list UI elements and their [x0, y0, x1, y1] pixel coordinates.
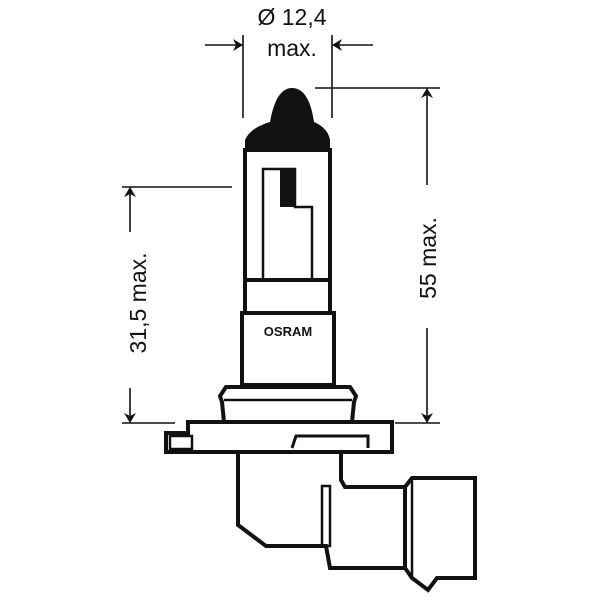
mounting-plate: [164, 420, 394, 454]
brand-logo: OSRAM: [264, 324, 312, 339]
diameter-dimension: Ø 12,4 max.: [205, 4, 373, 118]
plate-tab: [168, 434, 194, 451]
flange-ring: [217, 385, 359, 423]
length-label: 55 max.: [415, 217, 441, 299]
connector-lower: [236, 452, 405, 570]
collar-band: [243, 278, 332, 315]
diameter-label: Ø 12,4: [257, 4, 326, 30]
light-center-label: 31,5 max.: [125, 253, 151, 354]
light-center-dimension: 31,5 max.: [122, 186, 232, 424]
length-dimension: 55 max.: [315, 87, 441, 424]
connector-rib: [320, 484, 332, 548]
bulb-tip-cap: [245, 88, 330, 152]
diameter-max-label: max.: [267, 35, 317, 61]
connector-upper: [339, 452, 405, 489]
filament-bar: [280, 169, 295, 207]
plate-slot: [290, 434, 370, 449]
connector-plug: [403, 476, 477, 593]
bulb-outline: OSRAM: [164, 88, 477, 593]
